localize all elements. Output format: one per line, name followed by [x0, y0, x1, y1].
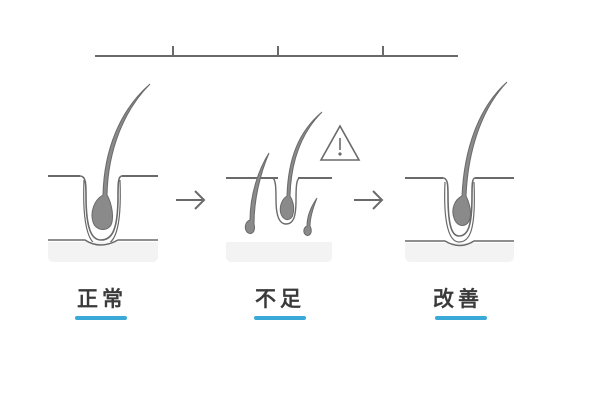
warning-triangle-icon — [319, 124, 361, 161]
stage-underline-insufficient — [254, 316, 306, 320]
arrow-right-icon — [176, 190, 206, 210]
stage-label-insufficient: 不足 — [255, 287, 305, 311]
stage-underline-improved — [435, 316, 487, 320]
stage-label-improved: 改善 — [433, 287, 483, 311]
stage-underline-normal — [75, 316, 127, 320]
arrow-right-icon — [354, 190, 384, 210]
improved-hair-follicle-icon — [405, 81, 514, 262]
stage-label-normal: 正常 — [77, 287, 127, 311]
timeline — [95, 46, 458, 57]
weak-hair-follicle-icon — [226, 111, 332, 262]
healthy-hair-follicle-icon — [48, 83, 158, 262]
